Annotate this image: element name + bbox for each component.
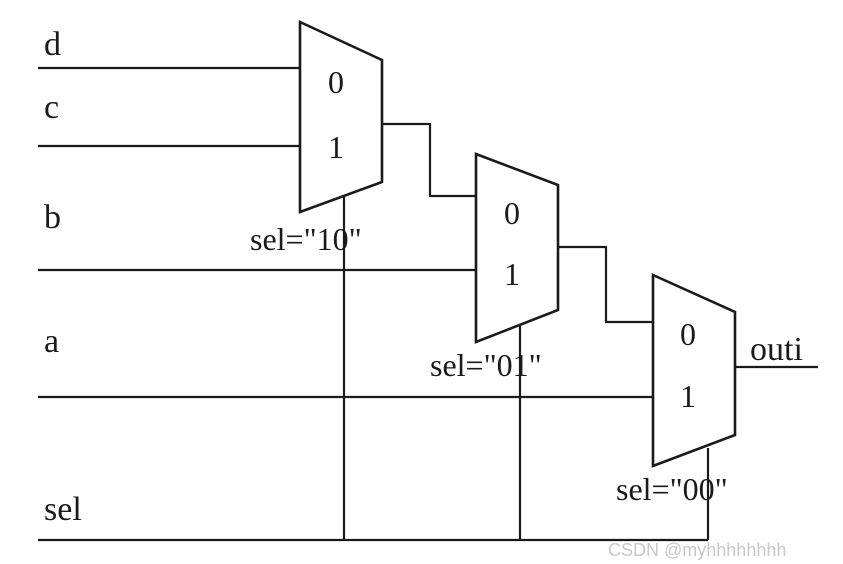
label-sel: sel xyxy=(44,491,82,528)
mux-3-port-0: 0 xyxy=(680,316,696,352)
wire-mux2-to-mux3 xyxy=(558,245,653,324)
mux-1-port-0: 0 xyxy=(328,64,344,100)
mux-2-port-0: 0 xyxy=(504,195,520,231)
mux-3-sel-label: sel="00" xyxy=(616,471,728,507)
label-b: b xyxy=(44,199,61,236)
wire-mux1-to-mux2 xyxy=(382,122,476,198)
mux-2-port-1: 1 xyxy=(504,256,520,292)
mux-2-sel-label: sel="01" xyxy=(430,347,542,383)
label-output: outi xyxy=(750,331,803,368)
watermark-text: CSDN @myhhhhhhhh xyxy=(608,540,786,560)
mux-1 xyxy=(298,19,384,214)
mux-1-port-1: 1 xyxy=(328,129,344,165)
mux-3-port-1: 1 xyxy=(680,378,696,414)
label-d: d xyxy=(44,26,61,63)
label-c: c xyxy=(44,89,59,126)
mux-2 xyxy=(474,152,560,344)
mux-3 xyxy=(651,272,737,468)
mux-1-sel-label: sel="10" xyxy=(250,221,362,257)
label-a: a xyxy=(44,323,59,360)
